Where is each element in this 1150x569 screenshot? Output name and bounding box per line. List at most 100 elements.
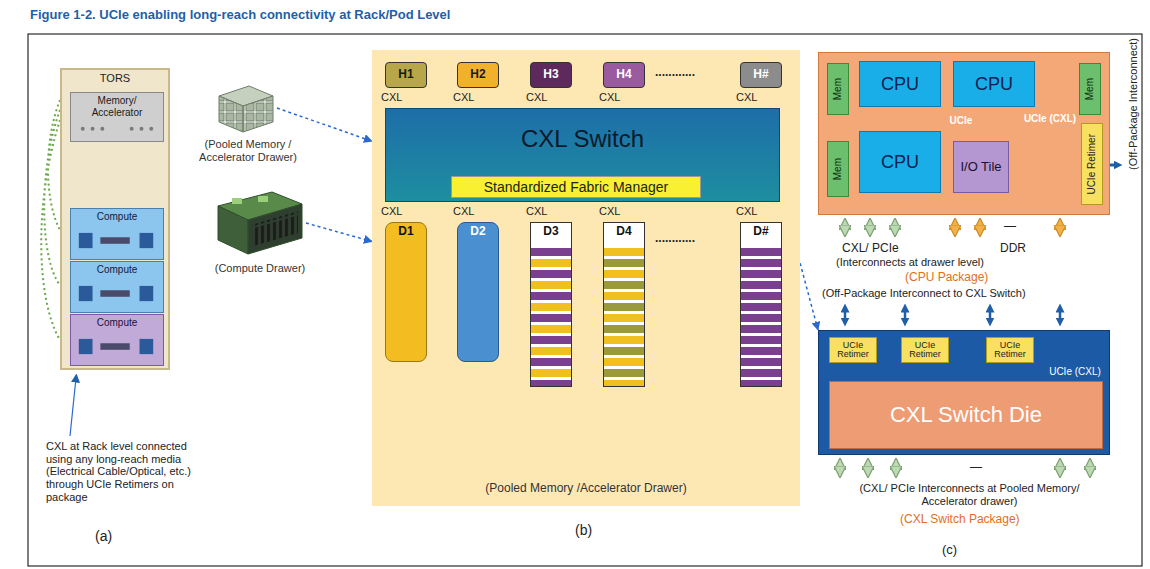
node-text: Compute xyxy=(97,317,138,329)
drawer-interconnect-arrows xyxy=(845,224,1060,231)
note-text: (Off-Package Interconnect to CXL Switch) xyxy=(822,287,1026,300)
connector-label: CXL xyxy=(380,91,403,104)
node-text: D3 xyxy=(543,225,558,239)
switch-die: CXL Switch Die xyxy=(829,381,1103,449)
cpu-die: CPU xyxy=(859,61,941,107)
off-package-switch-arrows xyxy=(845,308,1060,322)
connector-label: CXL xyxy=(525,91,548,104)
panel-label: (c) xyxy=(942,543,957,558)
node-text: Standardized Fabric Manager xyxy=(484,179,668,195)
node-text: UCIe xyxy=(946,115,976,127)
node-text: I/O Tile xyxy=(960,160,1001,175)
device-box: D2 xyxy=(457,222,499,362)
node-text: H4 xyxy=(616,68,631,82)
node-text: CPU xyxy=(881,152,919,173)
connector-label: CXL xyxy=(598,91,621,104)
note-text: (Interconnects at drawer level) xyxy=(836,256,984,269)
node-text: CPU xyxy=(881,74,919,95)
node-text: Mem xyxy=(832,78,844,100)
connector-label: CXL xyxy=(735,91,758,104)
memory-drawer: (Pooled Memory / Accelerator Drawer) xyxy=(215,82,277,134)
cpu-die: CPU xyxy=(953,61,1035,107)
fabric-manager: Standardized Fabric Manager xyxy=(451,176,701,198)
package-caption: (CPU Package) xyxy=(905,271,988,285)
node-text: (Pooled Memory / Accelerator Drawer) xyxy=(193,138,303,163)
host-box: H4 xyxy=(603,62,645,88)
node-illustration xyxy=(212,188,306,258)
node-text: D# xyxy=(753,225,768,239)
node-text: H# xyxy=(753,68,768,82)
retimer-box: UCIe Retimer xyxy=(829,337,877,363)
retimer-box: UCIe Retimer xyxy=(1081,123,1103,205)
compute-shelf: Compute xyxy=(70,261,164,313)
cpu-die: CPU xyxy=(859,131,941,193)
device-box: D3 xyxy=(530,222,572,387)
node-text: UCIe Retimer xyxy=(1086,134,1098,195)
memory-die: Mem xyxy=(827,141,849,197)
package-caption: (CXL Switch Package) xyxy=(900,513,1020,527)
node-text: UCIe Retimer xyxy=(989,341,1031,360)
ellipsis: ............ xyxy=(655,232,695,246)
node-text: H1 xyxy=(398,68,413,82)
panel-label: (b) xyxy=(575,522,592,538)
dash: — xyxy=(970,461,982,475)
compute-shelf: Compute xyxy=(70,208,164,260)
rack-cables xyxy=(41,100,60,340)
node-text: UCIe Retimer xyxy=(904,341,946,360)
node-text: H3 xyxy=(543,68,558,82)
node-text: Mem xyxy=(832,158,844,180)
node-text: (Pooled Memory /Accelerator Drawer) xyxy=(372,482,800,496)
node-text: CPU xyxy=(975,74,1013,95)
retimer-box: UCIe Retimer xyxy=(901,337,949,363)
ellipsis: ............ xyxy=(655,66,695,80)
node-text: TORS xyxy=(62,72,168,85)
node-text: D1 xyxy=(398,225,413,239)
host-box: H# xyxy=(740,62,782,88)
connector-label: CXL xyxy=(735,205,758,218)
device-box: D4 xyxy=(603,222,645,387)
figure-title: Figure 1-2. UCIe enabling long-reach con… xyxy=(30,8,450,23)
host-box: H3 xyxy=(530,62,572,88)
connector xyxy=(277,108,372,141)
node-text: UCIe (CXL) xyxy=(1023,113,1077,125)
connector-label: CXL xyxy=(452,91,475,104)
connector-label: CXL xyxy=(598,205,621,218)
node-text: D4 xyxy=(616,225,631,239)
compute-drawer: (Compute Drawer) xyxy=(212,188,306,258)
switch-package: UCIe (CXL) UCIe Retimer UCIe Retimer UCIe R… xyxy=(818,330,1110,455)
node-text: UCIe (CXL) xyxy=(1041,366,1109,378)
compute-shelf: Compute xyxy=(70,314,164,366)
node-text: Mem xyxy=(1084,78,1096,100)
device-box: D# xyxy=(740,222,782,387)
node-text: Compute xyxy=(97,264,138,276)
cxl-switch: CXL SwitchStandardized Fabric Manager xyxy=(385,108,780,202)
node-text: D2 xyxy=(470,225,485,239)
node-text: Compute xyxy=(97,211,138,223)
dash: — xyxy=(1004,220,1016,234)
memory-shelf: Memory/ Accelerator xyxy=(70,92,164,142)
node-text: (Compute Drawer) xyxy=(204,262,316,275)
node-illustration xyxy=(215,82,277,134)
node-text: H2 xyxy=(470,68,485,82)
node-text: Memory/ Accelerator xyxy=(73,95,161,118)
rack-frame: TORSMemory/ AcceleratorComputeComputeCom… xyxy=(60,68,170,370)
interface-label: CXL/ PCIe xyxy=(842,242,899,256)
node-text: CXL Switch xyxy=(386,125,779,153)
connector-label: CXL xyxy=(525,205,548,218)
fabric-panel: (Pooled Memory /Accelerator Drawer) H1 H2 H… xyxy=(372,50,800,506)
interface-label: DDR xyxy=(1000,242,1026,256)
pooled-interconnect-arrows xyxy=(840,464,1090,472)
connector-label: CXL xyxy=(452,205,475,218)
device-box: D1 xyxy=(385,222,427,362)
note-text: CXL at Rack level connected using any lo… xyxy=(46,440,211,503)
figure-frame xyxy=(28,34,1142,566)
memory-die: Mem xyxy=(1079,63,1101,115)
side-caption: (Off-Package Interconnect) xyxy=(1127,38,1140,170)
cpu-package: UCIeUCIe (CXL)MemCPUCPUMemMemCPUI/O Tile… xyxy=(818,52,1110,215)
host-box: H2 xyxy=(457,62,499,88)
panel-label: (a) xyxy=(95,528,112,544)
leader-line xyxy=(70,378,76,436)
retimer-box: UCIe Retimer xyxy=(986,337,1034,363)
io-tile: I/O Tile xyxy=(953,141,1009,193)
node-text: CXL Switch Die xyxy=(890,402,1042,427)
